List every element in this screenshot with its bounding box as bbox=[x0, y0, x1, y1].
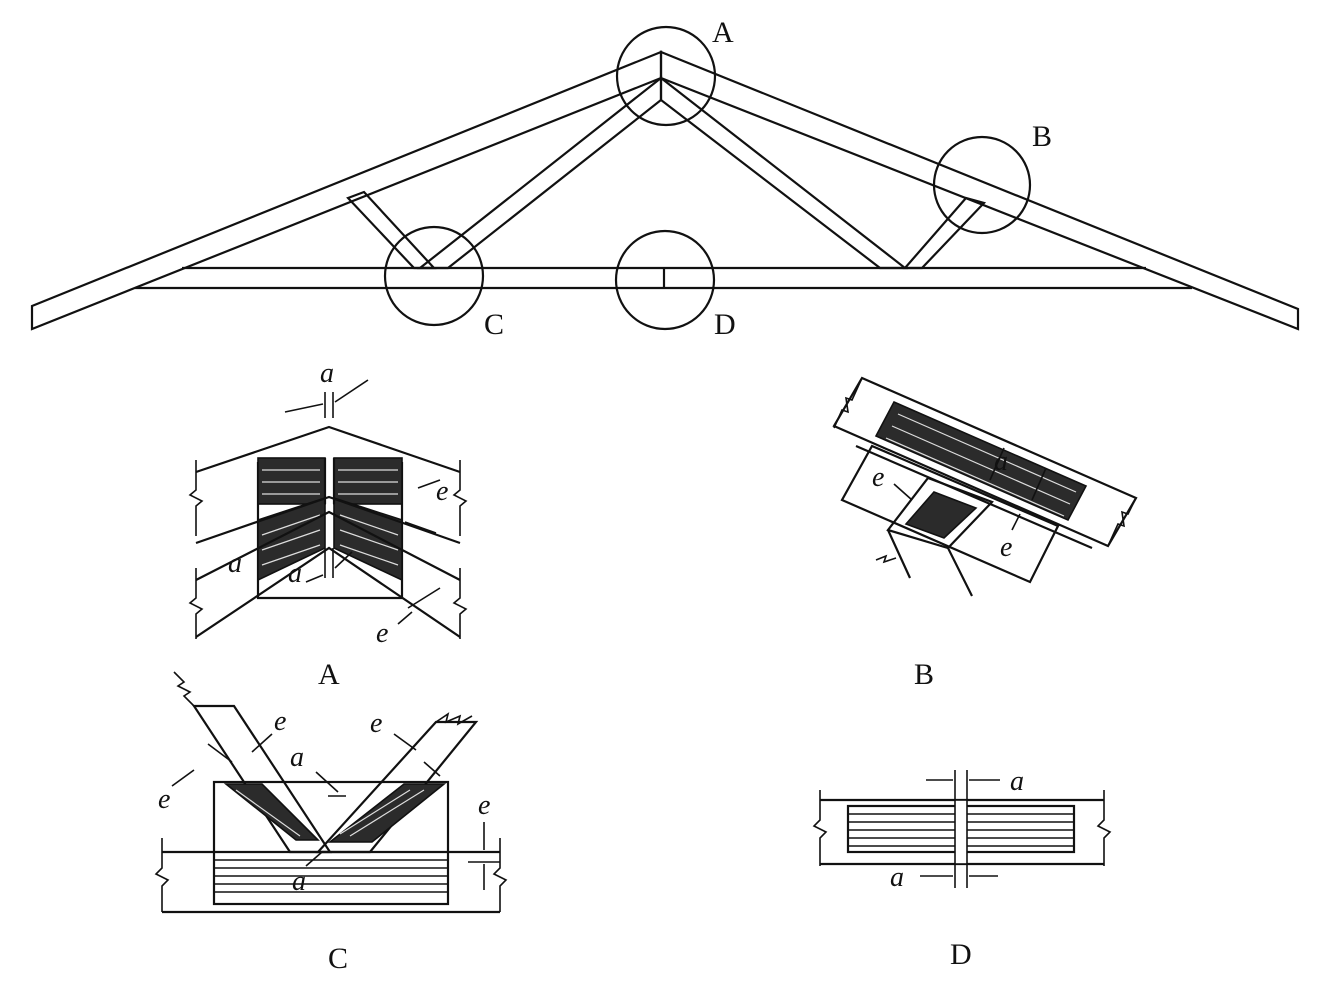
detail-c-dim-a-bottom: a bbox=[292, 866, 306, 897]
detail-b-dim-e-right: e bbox=[1000, 532, 1012, 563]
detail-c-title: C bbox=[328, 942, 348, 975]
detail-b: a e e B bbox=[832, 376, 1138, 691]
detail-b-break-bottom bbox=[875, 554, 897, 564]
detail-c-dim-a-top: a bbox=[290, 742, 304, 773]
detail-c-plate-left bbox=[223, 783, 320, 841]
callout-circle-a bbox=[615, 25, 717, 127]
detail-d-title: D bbox=[950, 938, 972, 971]
detail-b-dim-e-left: e bbox=[872, 462, 884, 493]
diagonal-left-main bbox=[416, 75, 663, 270]
detail-a-plate-tr bbox=[333, 457, 403, 505]
detail-b-plate-outline bbox=[840, 444, 1060, 584]
detail-d-gap bbox=[954, 799, 968, 865]
detail-a-dim-a-left: a bbox=[228, 548, 242, 579]
detail-a-plate-tl bbox=[257, 457, 326, 505]
detail-b-break-right bbox=[1107, 497, 1137, 547]
callout-circle-c bbox=[383, 225, 485, 327]
callout-label-b: B bbox=[1032, 120, 1052, 153]
detail-a-web-bottom bbox=[195, 546, 461, 638]
detail-d-dim-a-top: a bbox=[1010, 766, 1024, 797]
detail-b-plate-web bbox=[904, 491, 978, 539]
detail-b-break-left bbox=[833, 377, 863, 429]
detail-a-break-left-top bbox=[188, 460, 204, 536]
detail-d-dim-a-bottom: a bbox=[890, 862, 904, 893]
detail-c-chord-lines bbox=[214, 859, 448, 893]
detail-a-break-right-top bbox=[452, 460, 468, 536]
detail-b-title: B bbox=[914, 658, 934, 691]
detail-a-dim-e-lower: e bbox=[376, 618, 388, 649]
detail-a-dim-e-upper: e bbox=[436, 476, 448, 507]
top-chord-right bbox=[659, 50, 1300, 331]
callout-label-a: A bbox=[712, 16, 734, 49]
detail-a-dim-a-center: a bbox=[288, 558, 302, 589]
detail-a-break-right-bottom bbox=[452, 568, 468, 639]
diagonal-right-main bbox=[659, 75, 909, 270]
callout-label-c: C bbox=[484, 308, 504, 341]
detail-b-plate-main bbox=[874, 400, 1088, 522]
detail-a-dim-a-top: a bbox=[320, 358, 334, 389]
detail-a-chord-bottom bbox=[195, 495, 461, 545]
truss-elevation: A B C D bbox=[30, 16, 1300, 341]
detail-a-chord-top bbox=[195, 425, 461, 474]
detail-a-web-top bbox=[195, 510, 461, 581]
detail-a-break-left-bottom bbox=[188, 568, 204, 639]
strut-left bbox=[346, 190, 437, 270]
callout-label-d: D bbox=[714, 308, 736, 341]
detail-b-dim-a: a bbox=[994, 446, 1008, 477]
detail-c-dim-e-top-left: e bbox=[274, 706, 286, 737]
detail-c: e e e a a e C bbox=[154, 671, 508, 975]
detail-d: a a D bbox=[812, 766, 1112, 971]
detail-c-dim-e-top-right: e bbox=[370, 708, 382, 739]
detail-c-dim-e-left: e bbox=[158, 784, 170, 815]
callout-circle-b bbox=[932, 135, 1032, 235]
detail-a-title: A bbox=[318, 658, 340, 691]
detail-a: a a a e e A bbox=[188, 358, 468, 691]
detail-c-plate-outline bbox=[212, 780, 450, 906]
detail-c-dim-e-right: e bbox=[478, 790, 490, 821]
strut-right bbox=[902, 196, 987, 270]
callout-circle-d bbox=[614, 229, 716, 331]
